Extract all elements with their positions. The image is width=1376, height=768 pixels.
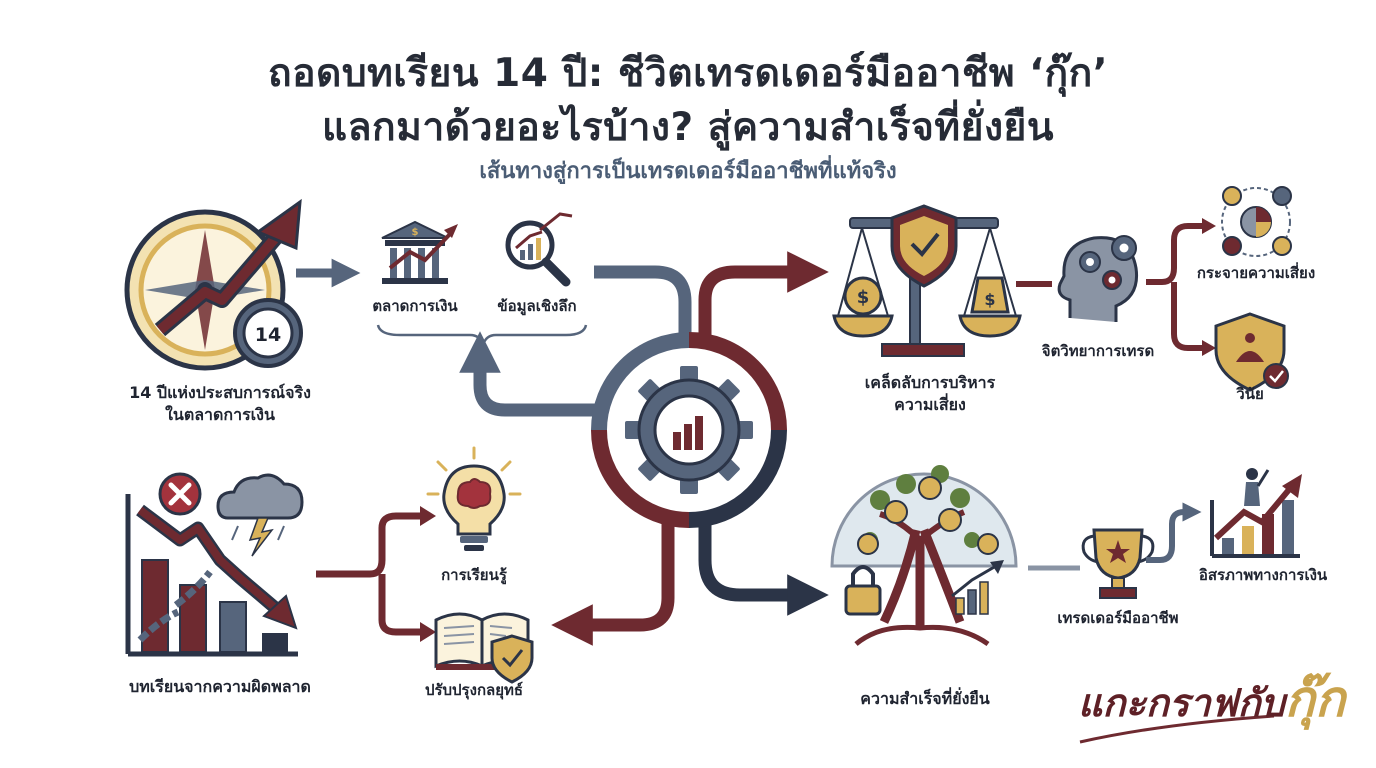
svg-text:$: $ (857, 287, 870, 308)
shield-check-icon (890, 204, 958, 288)
bracket-psychology (1146, 223, 1206, 351)
arrow-trophy-to-freedom (1146, 502, 1202, 563)
financial-market-label: ตลาดการเงิน (372, 297, 458, 315)
market-bracket (376, 324, 588, 350)
freedom-growth-icon (1210, 468, 1302, 558)
psychology-label: จิตวิทยาการเทรด (1041, 342, 1155, 360)
brand-accent: กุ๊ก (1284, 670, 1346, 728)
falling-chart-icon (125, 494, 298, 657)
growth-arrow-icon (154, 198, 302, 337)
svg-text:$: $ (984, 290, 995, 309)
experience-label-line2: ในตลาดการเงิน (165, 404, 275, 424)
money-tree-icon (830, 465, 1018, 647)
experience-label: 14 ปีแห่งประสบการณ์จริง ในตลาดการเงิน (90, 382, 350, 425)
connector-hub-to-strategy (551, 520, 675, 646)
central-hub (459, 251, 829, 646)
brand-text: แกะกราฟกับ (1078, 681, 1285, 725)
pro-trader-label: เทรดเดอร์มืออาชีพ (1057, 609, 1179, 627)
diversify-icon (1221, 186, 1292, 257)
gear-icon (625, 366, 753, 494)
learning-label: การเรียนรู้ (441, 566, 507, 584)
discipline-label: วินัย (1236, 385, 1264, 403)
error-x-icon (158, 472, 202, 516)
trophy-icon (1081, 528, 1155, 599)
book-shield-icon (434, 612, 534, 684)
title-line-1: ถอดบทเรียน 14 ปี: ชีวิตเทรดเดอร์มืออาชีพ… (267, 51, 1109, 96)
storm-cloud-icon (216, 473, 304, 557)
connector-hub-to-experience (459, 331, 600, 417)
bank-chart-icon: $ (381, 220, 458, 284)
success-label: ความสำเร็จที่ยั่งยืน (860, 689, 990, 708)
brand-underline (1079, 714, 1275, 744)
experience-label-line1: 14 ปีแห่งประสบการณ์จริง (129, 383, 311, 402)
diversify-label: กระจายความเสี่ยง (1196, 264, 1316, 282)
svg-text:$: $ (412, 227, 419, 238)
risk-label-line1: เคล็ดลับการบริหาร (864, 373, 996, 392)
connector-hub-to-risk (698, 251, 829, 340)
lightbulb-brain-icon (426, 446, 522, 551)
clock-number: 14 (255, 324, 281, 346)
title-line-2: แลกมาด้วยอะไรบ้าง? สู่ความสำเร็จที่ยั่งย… (321, 105, 1054, 150)
discipline-shield-icon (1214, 312, 1289, 392)
mistakes-label: บทเรียนจากความผิดพลาด (129, 677, 311, 696)
clock-icon: 14 (233, 298, 303, 368)
deep-data-label: ข้อมูลเชิงลึก (497, 297, 577, 315)
magnifier-chart-icon (505, 212, 573, 287)
risk-label: เคล็ดลับการบริหาร ความเสี่ยง (830, 372, 1030, 415)
freedom-label: อิสรภาพทางการเงิน (1198, 566, 1328, 584)
strategy-label: ปรับปรุงกลยุทธ์ (424, 681, 524, 699)
risk-label-line2: ความเสี่ยง (894, 394, 966, 414)
subtitle: เส้นทางสู่การเป็นเทรดเดอร์มืออาชีพที่แท้… (479, 159, 897, 184)
connector-hub-to-success (698, 520, 829, 616)
connector-hub-to-market (594, 265, 692, 340)
head-gears-icon (1057, 235, 1139, 322)
brand-logo: แกะกราฟกับกุ๊ก (1078, 660, 1345, 739)
bracket-mistakes (316, 512, 424, 636)
